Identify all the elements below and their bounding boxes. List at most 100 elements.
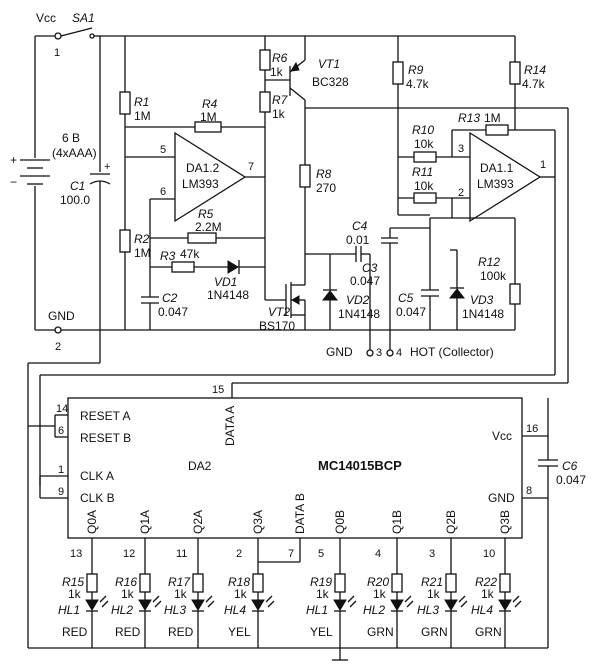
led-icon xyxy=(333,599,347,611)
led-color-label: RED xyxy=(168,625,194,639)
led-color-label: RED xyxy=(62,625,88,639)
diode-vd3 xyxy=(448,288,466,299)
r14-label: R14 xyxy=(524,63,546,77)
r6-value: 1k xyxy=(270,65,284,79)
r12-value: 100k xyxy=(480,269,507,283)
r3-value: 47k xyxy=(180,247,200,261)
c4-label: C4 xyxy=(352,219,368,233)
output-pin-5: 5 xyxy=(318,548,324,560)
power-section: Vcc SA1 1 + − 6 B (4xAAA) + C1 100.0 xyxy=(10,11,515,353)
r4-label: R4 xyxy=(202,97,218,111)
c4-value: 0.01 xyxy=(346,233,370,247)
led-array: R151kHL1REDR161kHL2REDR171kHL3REDR181kHL… xyxy=(58,573,522,648)
gnd3-label: GND xyxy=(326,345,353,359)
r7-label: R7 xyxy=(272,93,289,107)
led-resistor-label: R18 xyxy=(228,575,250,589)
vcc-label: Vcc xyxy=(36,11,56,25)
c2-value: 0.047 xyxy=(158,305,188,319)
resistor-r18 xyxy=(252,573,264,593)
r4-value: 1M xyxy=(200,110,217,124)
led-color-label: RED xyxy=(115,625,141,639)
c3-value: 0.047 xyxy=(350,274,380,288)
output-pin-11: 11 xyxy=(176,548,187,560)
r12-label: R12 xyxy=(478,255,500,269)
resistor-r9 xyxy=(392,61,404,85)
pin8: 8 xyxy=(526,485,532,497)
vd3-type: 1N4148 xyxy=(462,307,504,321)
ic-gnd-label: GND xyxy=(488,491,515,505)
r5-value: 2.2M xyxy=(195,220,222,234)
c6-value: 0.047 xyxy=(556,473,586,487)
pin9: 9 xyxy=(58,486,64,498)
da11-pin2: 2 xyxy=(458,187,464,199)
r3-label: R3 xyxy=(160,249,176,263)
resistor-r1 xyxy=(119,91,131,115)
output-pin-10: 10 xyxy=(483,548,495,560)
led-resistor-value: 1k xyxy=(68,587,82,601)
led-color-label: YEL xyxy=(228,625,251,639)
r1-value: 1M xyxy=(134,109,151,123)
ic-name: MC14015BCP xyxy=(318,458,402,473)
hot-label: HOT (Collector) xyxy=(410,345,494,359)
r6-label: R6 xyxy=(272,51,288,65)
da11-pin1: 1 xyxy=(540,159,546,171)
gnd-terminal[interactable] xyxy=(54,326,62,334)
gnd-terminal-3[interactable] xyxy=(366,349,374,357)
led-resistor-label: R19 xyxy=(310,575,332,589)
led-resistor-label: R20 xyxy=(367,575,389,589)
output-pin-13: 13 xyxy=(70,548,82,560)
right-comparator-section: R9 4.7k R14 4.7k DA1.1 LM393 3 2 1 R13 1… xyxy=(390,36,556,375)
led-resistor-label: R21 xyxy=(421,575,443,589)
da12-pin5: 5 xyxy=(160,144,166,156)
led-icon xyxy=(191,599,205,611)
led-label: HL1 xyxy=(306,603,328,617)
output-pin-4: 4 xyxy=(375,548,381,560)
r13-value: 1M xyxy=(484,111,501,125)
r8-value: 270 xyxy=(316,181,336,195)
resistor-r3 xyxy=(171,261,195,273)
resistor-r15 xyxy=(86,573,98,593)
c1-label: C1 xyxy=(70,179,85,193)
resistor-r16 xyxy=(139,573,151,593)
led-label: HL1 xyxy=(58,603,80,617)
vd3-label: VD3 xyxy=(470,293,494,307)
vcc-terminal[interactable] xyxy=(54,32,62,40)
da11-pin3: 3 xyxy=(458,143,464,155)
led-resistor-value: 1k xyxy=(234,587,248,601)
led-resistor-label: R15 xyxy=(62,575,84,589)
resistor-r14 xyxy=(509,61,521,85)
da11-label: DA1.1 xyxy=(480,161,514,175)
vd2-type: 1N4148 xyxy=(338,307,380,321)
resistor-r11 xyxy=(413,192,437,204)
pin15: 15 xyxy=(212,384,224,396)
led-color-label: GRN xyxy=(475,625,502,639)
battery-voltage: 6 B xyxy=(62,131,80,145)
shift-register-ic: MC14015BCP DA2 RESET A RESET B CLK A CLK… xyxy=(56,384,538,563)
r8-label: R8 xyxy=(316,167,332,181)
resistor-r20 xyxy=(391,573,403,593)
da11-type: LM393 xyxy=(477,177,514,191)
da12-label: DA1.2 xyxy=(186,161,220,175)
output-q0a-label: Q0A xyxy=(85,510,99,534)
resistor-r6 xyxy=(259,49,271,71)
led-label: HL3 xyxy=(417,603,439,617)
pin14: 14 xyxy=(56,403,68,415)
switch-sa1[interactable] xyxy=(60,27,93,37)
data-b-label: DATA B xyxy=(293,493,307,534)
vd1-label: VD1 xyxy=(214,275,237,289)
c5-label: C5 xyxy=(398,291,414,305)
output-q1b-label: Q1B xyxy=(390,510,404,534)
led-icon xyxy=(498,599,512,611)
r11-label: R11 xyxy=(412,165,433,179)
output-q1a-label: Q1A xyxy=(138,510,152,534)
resistor-r7 xyxy=(259,91,271,113)
da12-pin7: 7 xyxy=(248,161,254,173)
c3-label: C3 xyxy=(362,261,378,275)
resistor-r8 xyxy=(299,164,311,188)
hot-terminal-4[interactable] xyxy=(386,349,394,357)
vd2-label: VD2 xyxy=(346,293,370,307)
